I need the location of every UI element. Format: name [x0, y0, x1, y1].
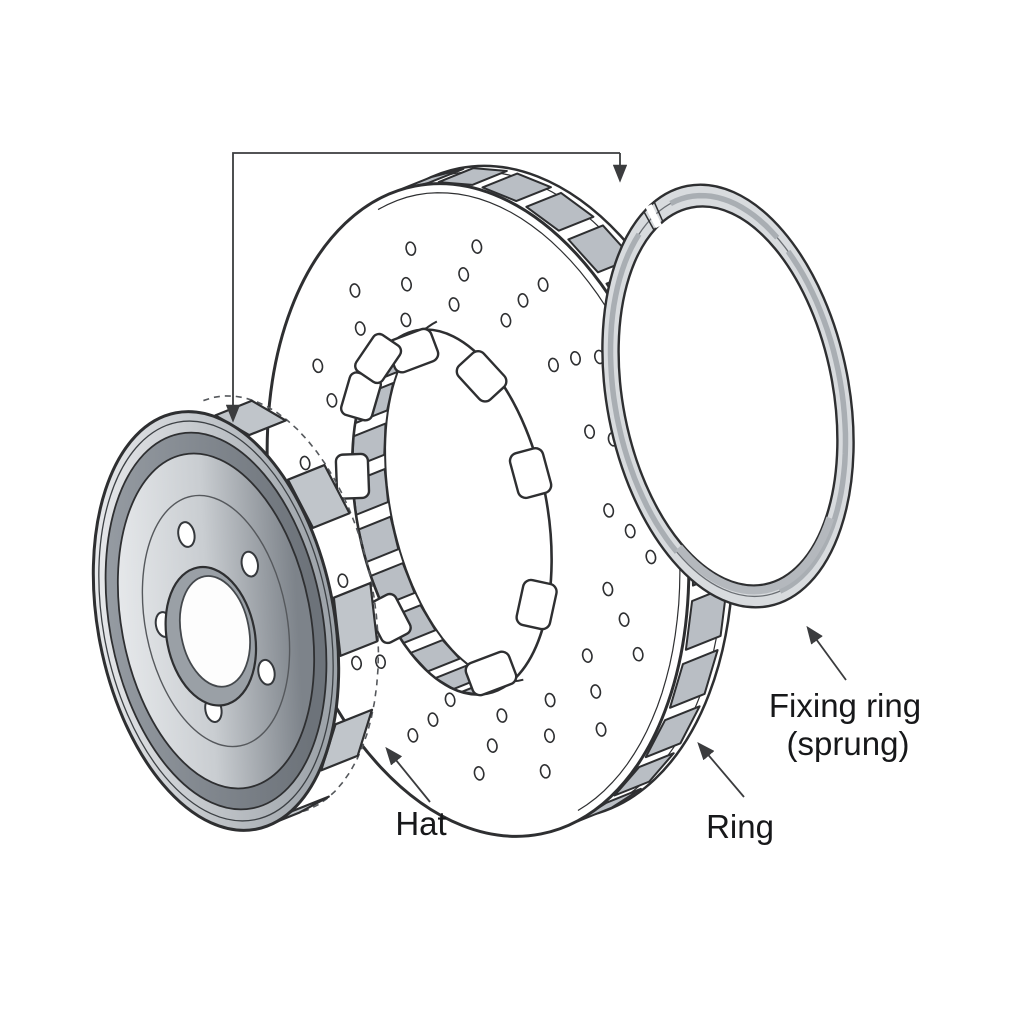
ring-arrow — [697, 741, 745, 798]
disc-center-bore — [334, 320, 558, 697]
hat-label: Hat — [395, 805, 446, 842]
hat-front-face — [91, 410, 341, 832]
fixing-ring-band — [601, 183, 855, 609]
hat-arrow — [385, 746, 431, 803]
fixing-ring-label: Fixing ring — [769, 687, 921, 724]
hat-illustration — [91, 395, 380, 832]
fixing-ring-label-2: (sprung) — [787, 725, 910, 762]
fixing-ring-illustration — [601, 183, 855, 609]
callout-lines — [225, 152, 847, 803]
ring-label: Ring — [706, 808, 774, 845]
assembly-bracket-line — [225, 152, 620, 423]
fixing-ring-arrow — [806, 625, 847, 681]
